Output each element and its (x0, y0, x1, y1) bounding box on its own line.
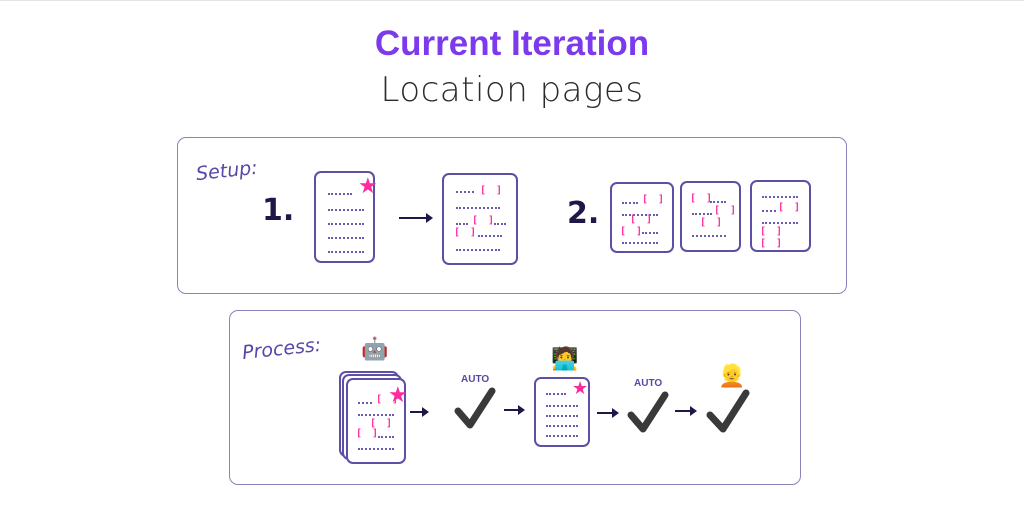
placeholder-bracket: [ ] (472, 215, 497, 226)
placeholder-bracket: [ ] (642, 194, 667, 205)
page-subtitle: Location pages (380, 70, 644, 110)
text-line (456, 207, 500, 209)
placeholder-bracket: [ ] (760, 238, 785, 249)
text-line (328, 193, 352, 195)
star-icon: ★ (358, 173, 378, 198)
text-line (328, 237, 364, 239)
text-line (762, 210, 776, 212)
star-icon: ★ (572, 378, 589, 398)
text-line (622, 242, 658, 244)
process-panel (229, 310, 801, 485)
step-1-number: 1. (262, 193, 295, 228)
auto-label: AUTO (461, 374, 490, 385)
text-line (642, 232, 658, 234)
text-line (546, 415, 578, 417)
text-line (546, 405, 578, 407)
text-line (478, 235, 502, 237)
text-line (762, 222, 798, 224)
placeholder-bracket: [ ] (370, 418, 395, 429)
generated-page: [ ] [ ] [ ] (680, 181, 741, 252)
placeholder-bracket: [ ] (480, 185, 505, 196)
arrow-icon (675, 406, 697, 416)
placeholder-bracket: [ ] (630, 214, 655, 225)
text-line (328, 223, 364, 225)
placeholder-bracket: [ ] (714, 205, 739, 216)
placeholder-bracket: [ ] (454, 227, 479, 238)
placeholder-bracket: [ ] (376, 394, 401, 405)
arrow-icon (597, 408, 619, 418)
text-line (622, 202, 638, 204)
reviewed-document: ★ (534, 377, 590, 447)
setup-panel (177, 137, 847, 294)
text-line (762, 196, 798, 198)
person-icon: 👱 (718, 363, 746, 388)
text-line (710, 201, 726, 203)
arrow-icon (399, 213, 433, 223)
step-2-number: 2. (567, 196, 600, 231)
star-icon: ★ (388, 382, 408, 407)
page-title: Current Iteration (374, 24, 650, 63)
text-line (456, 223, 468, 225)
templated-document: [ ] [ ] [ ] (442, 173, 518, 265)
generated-page: [ ] [ ] [ ] (610, 182, 674, 253)
text-line (692, 235, 726, 237)
robot-icon: 🤖 (361, 336, 389, 361)
text-line (456, 249, 500, 251)
text-line (328, 251, 364, 253)
text-line (546, 435, 578, 437)
placeholder-bracket: [ ] (700, 217, 725, 228)
placeholder-bracket: [ ] (760, 226, 785, 237)
text-line (358, 414, 394, 416)
text-line (378, 436, 394, 438)
generated-page: [ ] [ ] [ ] (750, 180, 811, 252)
arrow-icon (410, 407, 429, 417)
placeholder-bracket: [ ] (690, 193, 715, 204)
text-line (546, 393, 566, 395)
template-document: ★ (314, 171, 378, 263)
technologist-icon: 🧑‍💻 (551, 346, 579, 371)
text-line (692, 213, 712, 215)
checkmark-icon (627, 391, 669, 433)
auto-label: AUTO (634, 378, 663, 389)
text-line (494, 223, 506, 225)
text-line (358, 402, 372, 404)
checkmark-icon (706, 389, 750, 433)
text-line (546, 425, 578, 427)
text-line (622, 214, 658, 216)
placeholder-bracket: [ ] (356, 428, 381, 439)
arrow-icon (504, 405, 525, 415)
generated-document: ★ [ ] [ ] [ ] (346, 378, 408, 464)
top-divider (0, 0, 1024, 1)
checkmark-icon (454, 387, 496, 429)
text-line (358, 448, 394, 450)
placeholder-bracket: [ ] (778, 202, 803, 213)
text-line (328, 209, 364, 211)
placeholder-bracket: [ ] (620, 226, 645, 237)
text-line (456, 191, 474, 193)
